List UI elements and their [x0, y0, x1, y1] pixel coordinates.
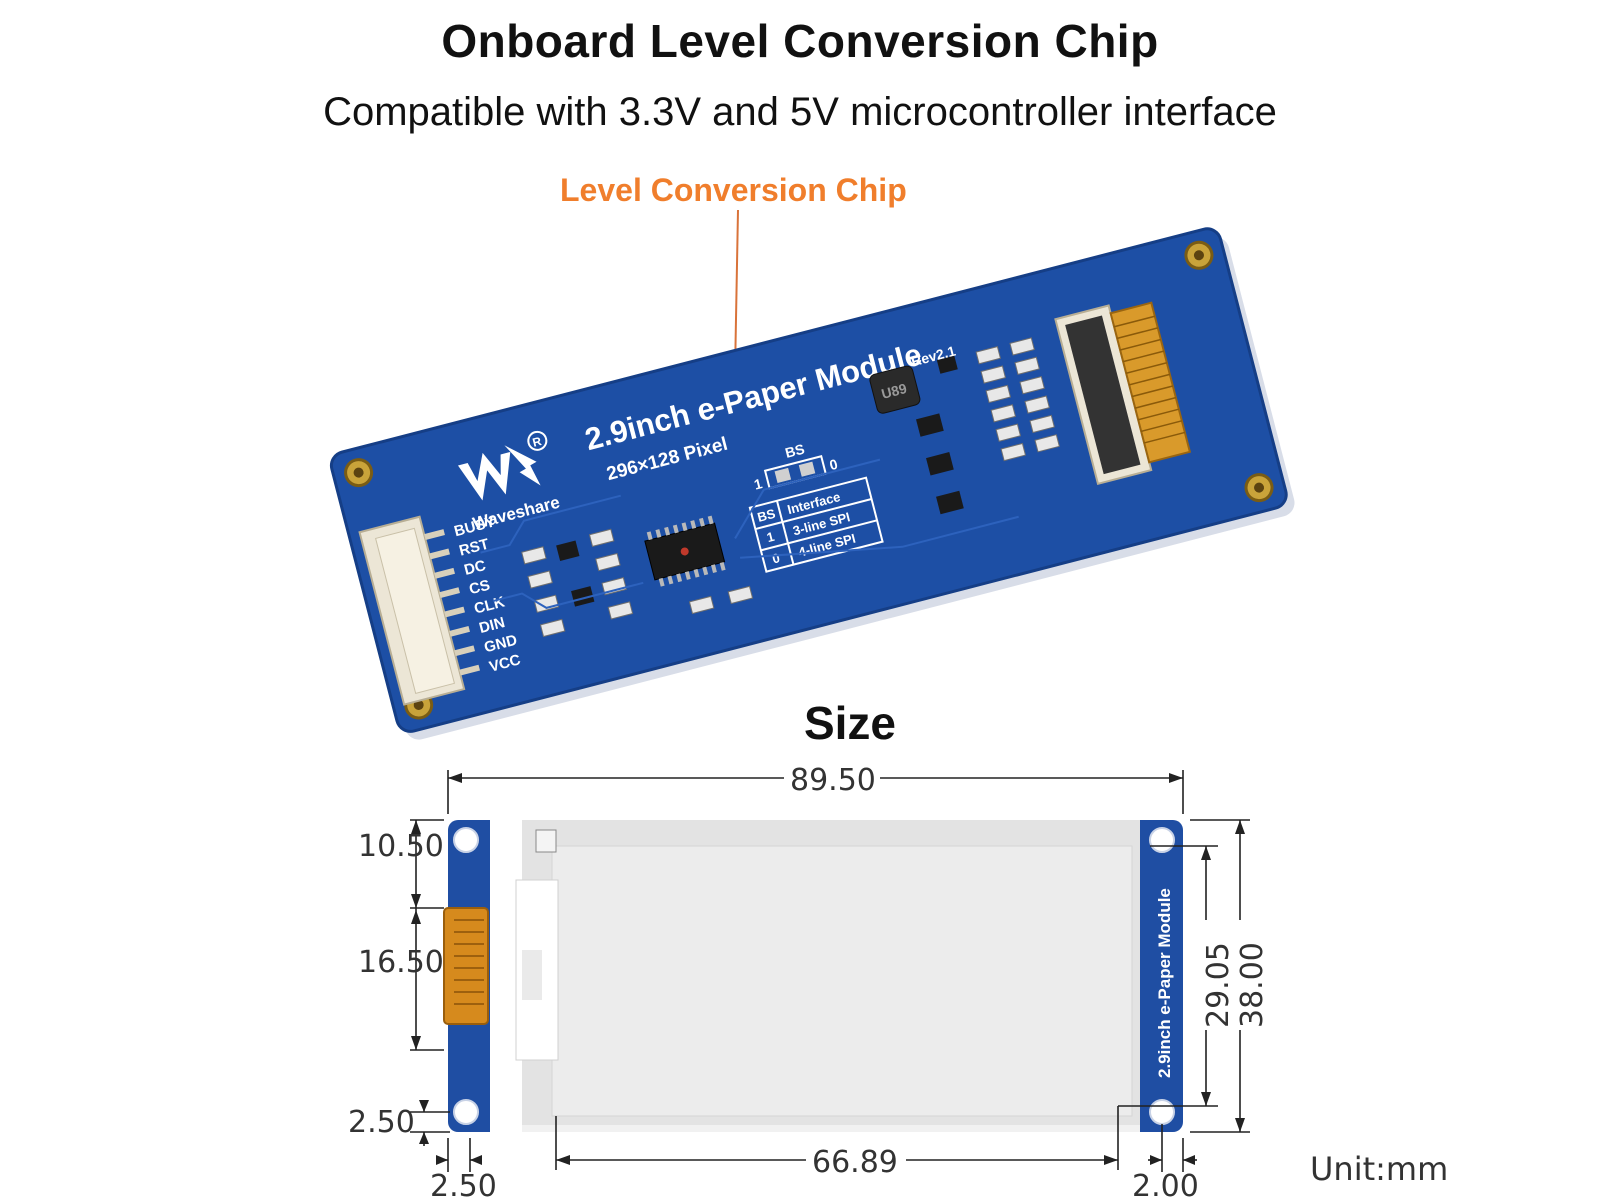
pin-label: RST [457, 536, 490, 560]
dim-left-offset: 2.50 [430, 1169, 497, 1200]
mount-hole [453, 1099, 479, 1125]
svg-text:R: R [531, 434, 543, 450]
inductor [869, 365, 921, 414]
pin-label: DIN [477, 614, 506, 637]
unit-label: Unit:mm [1310, 1150, 1449, 1188]
dim-bottom-offset: 2.50 [348, 1105, 415, 1140]
dim-top-offset: 10.50 [358, 829, 444, 864]
pcb-board [329, 227, 1288, 733]
pcb-board-illustration: BUSY RST DC CS CLK DIN GND VCC R Wavesha… [329, 209, 1295, 740]
page-title: Onboard Level Conversion Chip [441, 15, 1159, 67]
fpc-cable [443, 907, 489, 1025]
board-text: U89 [880, 380, 909, 402]
pin-label: CS [467, 577, 491, 599]
fpc-connector [1054, 301, 1192, 486]
dim-right-offset: 2.00 [1132, 1169, 1199, 1200]
dim-display-width: 66.89 [812, 1145, 898, 1180]
module-side-label: 2.9inch e-Paper Module [1155, 888, 1174, 1078]
smd-components [521, 337, 1060, 638]
dim-connector-height: 16.50 [358, 945, 444, 980]
dim-width: 89.50 [790, 763, 876, 798]
level-conversion-chip [644, 515, 726, 587]
chip-callout-label: Level Conversion Chip [560, 172, 907, 208]
pin-label: DC [462, 557, 487, 579]
page-subtitle: Compatible with 3.3V and 5V microcontrol… [323, 90, 1277, 134]
board-text: 1 [752, 475, 764, 492]
interface-table [748, 476, 884, 573]
dim-inner-height: 29.05 [1201, 942, 1236, 1028]
mount-hole [453, 827, 479, 853]
pcb-traces [480, 458, 1019, 609]
epaper-active-area [551, 845, 1133, 1117]
table-header: BS [756, 506, 778, 525]
bs-label: BS [783, 441, 806, 461]
pin-header-connector [358, 515, 481, 706]
dim-height: 38.00 [1235, 942, 1270, 1028]
table-cell: 1 [765, 529, 776, 545]
table-cell: 0 [771, 550, 782, 566]
mount-hole [1149, 827, 1175, 853]
dimension-drawing: 2.9inch e-Paper Module [348, 763, 1270, 1200]
mount-hole [1149, 1099, 1175, 1125]
size-section-title: Size [803, 697, 897, 749]
board-text: 0 [828, 456, 840, 473]
